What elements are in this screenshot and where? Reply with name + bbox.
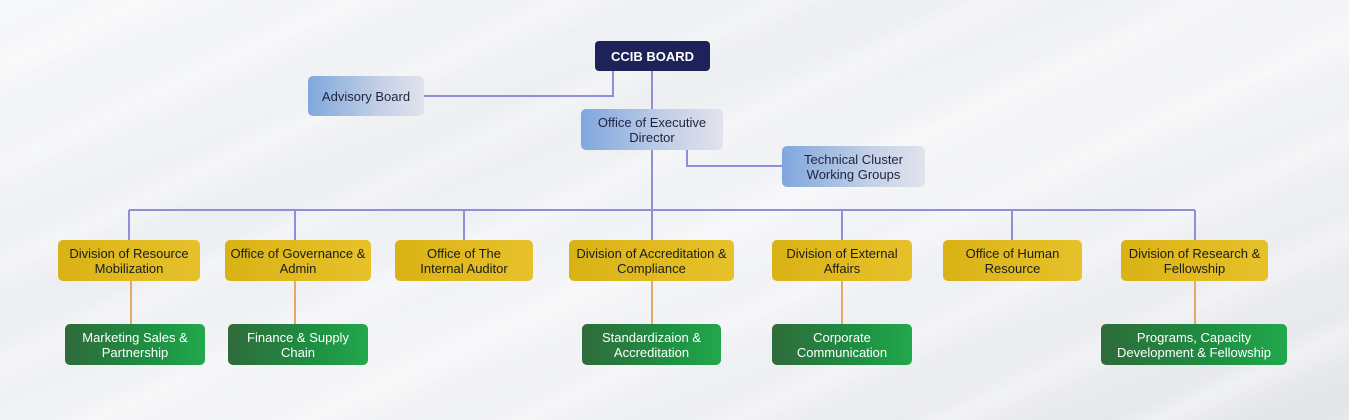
division-external-affairs: Division of External Affairs — [772, 240, 912, 281]
corporate-communication: Corporate Communication — [772, 324, 912, 365]
technical-cluster-node: Technical Cluster Working Groups — [782, 146, 925, 187]
division-resource-mobilization: Division of Resource Mobilization — [58, 240, 200, 281]
division-research-fellowship: Division of Research & Fellowship — [1121, 240, 1268, 281]
programs-capacity-fellowship: Programs, Capacity Development & Fellows… — [1101, 324, 1287, 365]
office-internal-auditor: Office of The Internal Auditor — [395, 240, 533, 281]
executive-to-technical-line — [686, 150, 782, 167]
office-human-resource: Office of Human Resource — [943, 240, 1082, 281]
standardization-accreditation: Standardizaion & Accreditation — [582, 324, 721, 365]
ccib-board-node: CCIB BOARD — [595, 41, 710, 71]
executive-director-node: Office of Executive Director — [581, 109, 723, 150]
division-accreditation-compliance: Division of Accreditation & Compliance — [569, 240, 734, 281]
board-to-advisory-line — [424, 71, 614, 97]
finance-supply-chain: Finance & Supply Chain — [228, 324, 368, 365]
advisory-board-node: Advisory Board — [308, 76, 424, 116]
marketing-sales-partnership: Marketing Sales & Partnership — [65, 324, 205, 365]
office-governance-admin: Office of Governance & Admin — [225, 240, 371, 281]
